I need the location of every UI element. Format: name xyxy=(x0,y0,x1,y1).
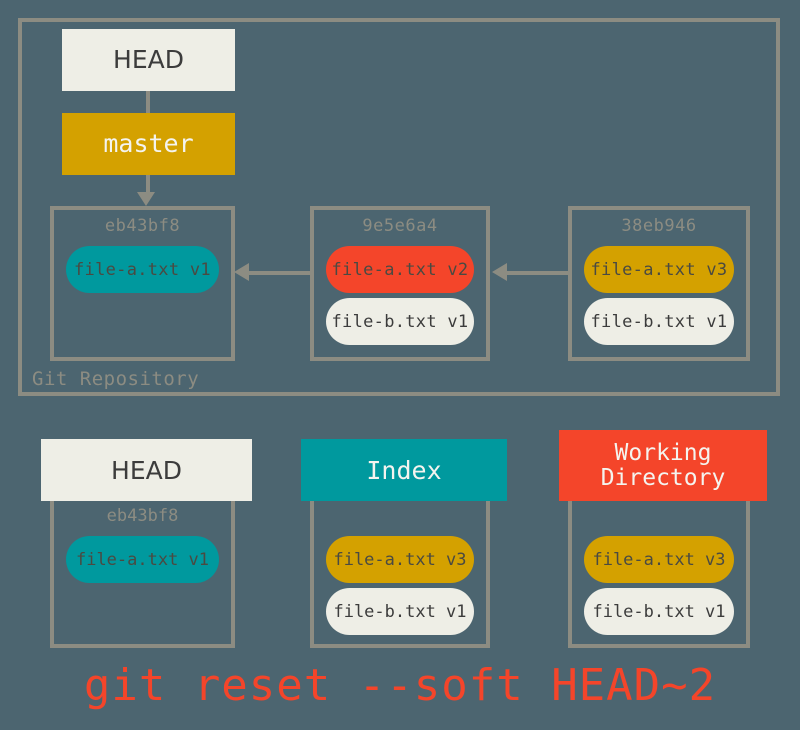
commit-file-blob: file-a.txt v1 xyxy=(66,246,219,293)
commit-hash: 38eb946 xyxy=(621,216,697,236)
area-file-blob: file-a.txt v3 xyxy=(584,536,734,583)
area-title-working-directory: Working Directory xyxy=(559,430,767,501)
area-title-head: HEAD xyxy=(41,439,252,501)
area-file-blob: file-b.txt v1 xyxy=(326,588,474,635)
head-pointer-box: HEAD xyxy=(62,29,235,91)
git-repository-container xyxy=(18,18,780,396)
area-hash-head: eb43bf8 xyxy=(106,506,179,526)
area-file-blob: file-b.txt v1 xyxy=(584,588,734,635)
commit-box-38eb946: 38eb946 file-a.txt v3 file-b.txt v1 xyxy=(568,206,750,361)
area-file-blob: file-a.txt v3 xyxy=(326,536,474,583)
commit-link-line xyxy=(247,271,310,275)
area-column-index: Index file-a.txt v3 file-b.txt v1 xyxy=(301,439,507,648)
master-to-commit-arrow-icon xyxy=(137,192,155,206)
commit-file-blob: file-a.txt v2 xyxy=(326,246,474,293)
commit-link-line xyxy=(505,271,568,275)
area-column-head: HEAD eb43bf8 file-a.txt v1 xyxy=(41,439,252,648)
commit-file-blob: file-b.txt v1 xyxy=(584,298,734,345)
git-command-caption: git reset --soft HEAD~2 xyxy=(83,660,717,711)
area-column-working-directory: Working Directory file-a.txt v3 file-b.t… xyxy=(559,430,767,648)
commit-file-blob: file-a.txt v3 xyxy=(584,246,734,293)
area-title-line-2: Directory xyxy=(600,464,726,491)
master-branch-box: master xyxy=(62,113,235,175)
commit-file-blob: file-b.txt v1 xyxy=(326,298,474,345)
area-title-index: Index xyxy=(301,439,507,501)
area-file-blob: file-a.txt v1 xyxy=(66,536,219,583)
commit-link-arrow-icon xyxy=(234,263,249,281)
commit-box-eb43bf8: eb43bf8 file-a.txt v1 xyxy=(50,206,235,361)
commit-hash: eb43bf8 xyxy=(104,216,181,236)
commit-hash: 9e5e6a4 xyxy=(362,216,438,236)
git-repository-label: Git Repository xyxy=(28,368,204,390)
area-title-line-1: Working xyxy=(614,439,712,466)
head-to-master-connector xyxy=(146,91,150,114)
master-to-commit-connector xyxy=(146,175,150,194)
commit-box-9e5e6a4: 9e5e6a4 file-a.txt v2 file-b.txt v1 xyxy=(310,206,490,361)
commit-link-arrow-icon xyxy=(492,263,507,281)
